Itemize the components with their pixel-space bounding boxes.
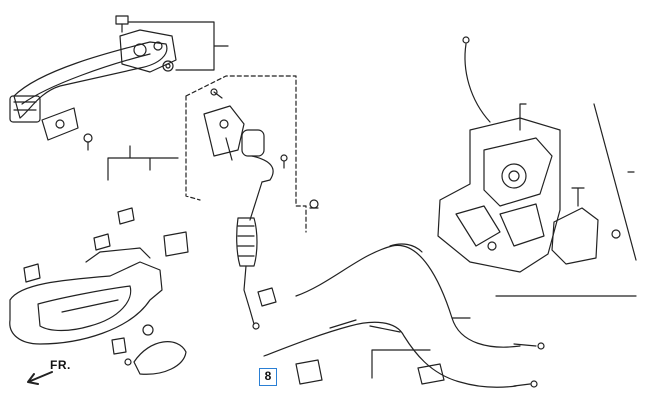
small-screw	[83, 15, 174, 151]
cable-clip-bottom	[295, 359, 445, 385]
key-cylinder-assembly	[203, 88, 288, 183]
door-panel-edge	[495, 103, 637, 297]
leader-latch	[519, 103, 527, 131]
door-cables	[263, 243, 545, 388]
inner-door-handle	[9, 247, 163, 345]
latch-cover	[551, 207, 621, 265]
front-direction-arrow-icon	[27, 371, 53, 385]
lock-rod-with-boot	[236, 181, 263, 330]
handle-cover	[124, 341, 187, 375]
leader-cables	[371, 317, 471, 379]
grommet	[309, 199, 319, 209]
part-number-callout: 8	[259, 368, 277, 386]
outer-door-handle	[9, 29, 177, 123]
dashed-group-outline	[185, 75, 307, 233]
door-latch-assembly	[437, 36, 561, 273]
leader-inner-handle	[107, 145, 179, 181]
rod-clip	[257, 287, 277, 307]
leader-bracket-handle	[127, 21, 229, 71]
leader-cover	[571, 187, 585, 207]
clip-parts	[23, 207, 189, 355]
front-direction-label: FR.	[50, 358, 71, 372]
handle-base-bracket	[41, 107, 79, 141]
